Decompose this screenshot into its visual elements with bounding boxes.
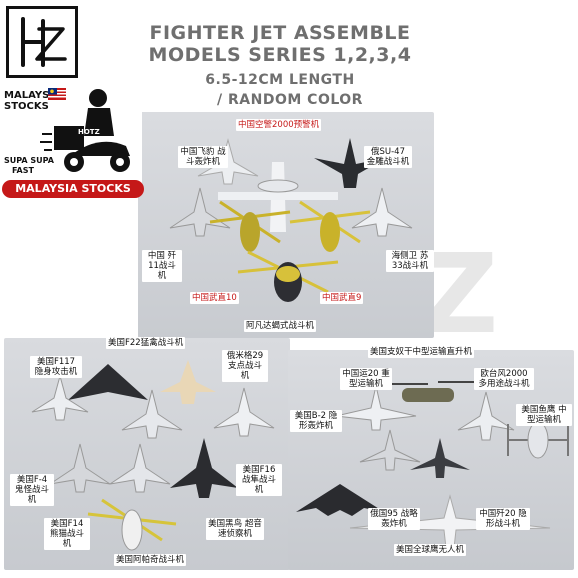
label-j20: 中国歼20 隐形战斗机 (476, 508, 530, 530)
series-left-models (31, 360, 275, 551)
label-z9: 中国武直9 (320, 292, 364, 304)
label-ka50: 阿凡达蝎式战斗机 (244, 320, 317, 332)
label-f4: 美国F-4 鬼怪战斗机 (10, 474, 54, 506)
label-f117: 美国F117 隐身攻击机 (30, 356, 82, 378)
scooter-rider-icon (40, 89, 130, 172)
malaysia-stocks-banner: MALAYSIA STOCKS (2, 180, 144, 198)
page-subtitle-line1: 6.5-12CM LENGTH (205, 72, 355, 88)
label-f14: 美国F14 熊猫战斗机 (44, 518, 90, 550)
page-title-line1: FIGHTER JET ASSEMBLE (149, 22, 411, 44)
page-title-line2: MODELS SERIES 1,2,3,4 (148, 44, 412, 66)
series-top-models (169, 138, 413, 302)
label-su95: 俄国95 战略轰炸机 (368, 508, 420, 530)
supa-text-line1: SUPA SUPA (4, 156, 54, 165)
label-osprey: 美国鱼鹰 中型运输机 (516, 404, 572, 426)
label-y20: 中国运20 重型运输机 (340, 368, 392, 390)
label-chinook: 美国支奴干中型运输直升机 (368, 346, 475, 358)
stocks-text: MALAYSIA STOCKS (4, 90, 61, 112)
label-b2: 美国B-2 隐形轰炸机 (290, 410, 342, 432)
hotz-box-text: HOTZ (78, 128, 100, 136)
page-subtitle-line2: / RANDOM COLOR (217, 92, 363, 108)
hz-monogram-icon (21, 17, 67, 67)
label-su47: 俄SU-47 金雕战斗机 (364, 146, 412, 168)
label-z10: 中国武直10 (190, 292, 239, 304)
supa-text-line2: FAST (12, 166, 34, 175)
malaysia-flag-icon (48, 88, 66, 100)
label-typhoon: 欧台风2000 多用途战斗机 (474, 368, 534, 390)
label-mig29: 俄米格29 支点战斗机 (222, 350, 268, 382)
label-f22: 美国F22猛禽战斗机 (106, 337, 186, 349)
brand-delivery-block: MALAYSIA STOCKS HOTZ SUPA SUPA FAST (0, 86, 142, 184)
label-f16: 美国F16 战隼战斗机 (236, 464, 282, 496)
label-jh7: 中国飞豹 战斗轰炸机 (178, 146, 228, 168)
label-su33: 海侧卫 苏33战斗机 (386, 250, 434, 272)
series-right-models (296, 381, 569, 549)
label-j11: 中国 歼11战斗机 (142, 250, 182, 282)
brand-logo (6, 6, 78, 78)
label-sr71: 美国黑鸟 超音速侦察机 (206, 518, 264, 540)
label-apache: 美国阿帕奇战斗机 (114, 554, 187, 566)
label-globalhawk: 美国全球鹰无人机 (394, 544, 467, 556)
label-awacs: 中国空警2000预警机 (236, 119, 322, 131)
